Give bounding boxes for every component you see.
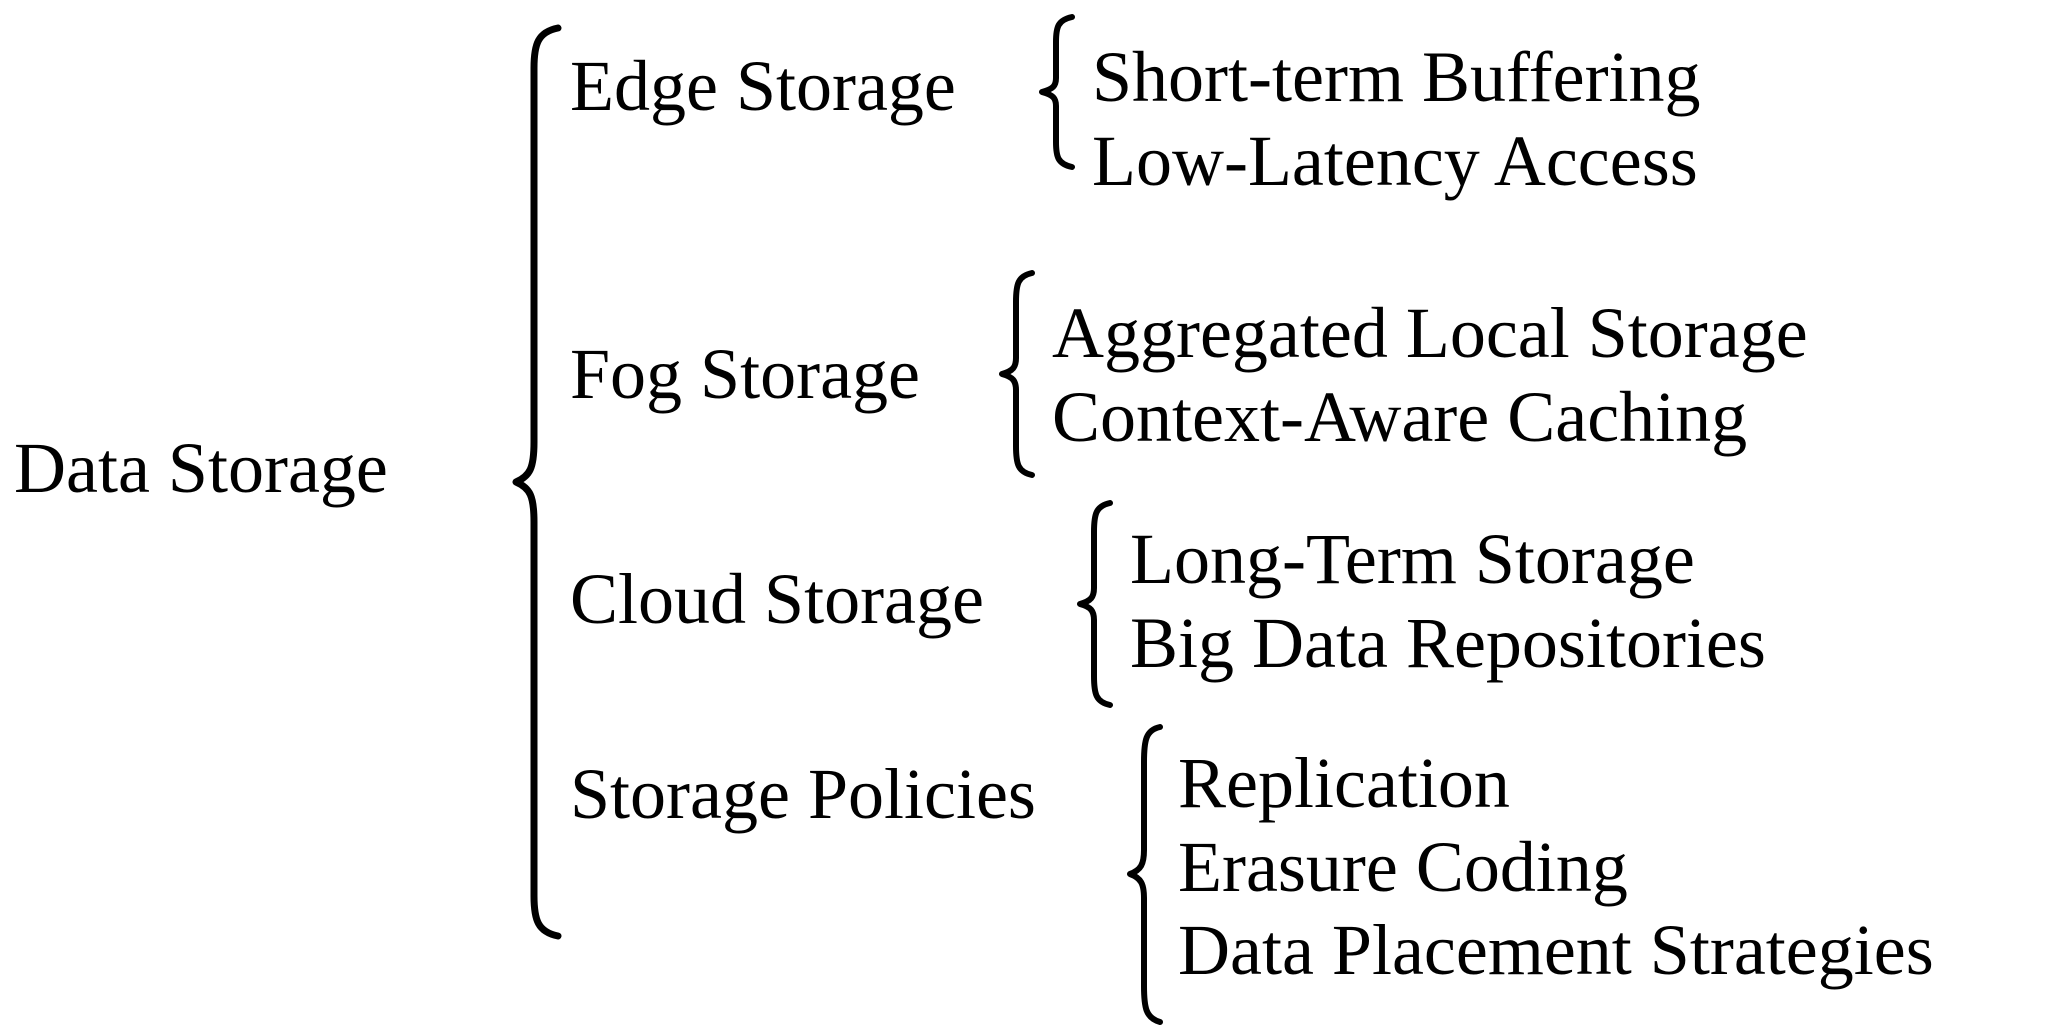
branch-curly-brace-icon-fog xyxy=(999,270,1035,478)
branch-label-cloud-storage: Cloud Storage xyxy=(570,559,984,639)
branch-curly-brace-icon-policies xyxy=(1127,724,1163,1025)
leaf-group-fog-storage: Aggregated Local Storage Context-Aware C… xyxy=(1052,292,1808,459)
leaf-label: Big Data Repositories xyxy=(1130,602,1766,683)
leaf-label: Short-term Buffering xyxy=(1092,37,1701,117)
leaf-label: Data Placement Strategies xyxy=(1178,910,1934,991)
leaf-group-cloud-storage: Long-Term Storage Big Data Repositories xyxy=(1130,518,1766,685)
branch-curly-brace-icon-cloud xyxy=(1077,500,1113,708)
branch-label-edge-storage: Edge Storage xyxy=(570,46,956,126)
branch-label-fog-storage: Fog Storage xyxy=(570,334,920,414)
leaf-label: Low-Latency Access xyxy=(1092,120,1698,201)
leaf-label: Context-Aware Caching xyxy=(1052,376,1748,457)
branch-curly-brace-icon-edge xyxy=(1039,14,1075,170)
leaf-label: Replication xyxy=(1178,743,1510,823)
leaf-label: Long-Term Storage xyxy=(1130,519,1695,599)
root-node-label: Data Storage xyxy=(14,428,388,508)
leaf-label: Aggregated Local Storage xyxy=(1052,293,1808,373)
leaf-group-edge-storage: Short-term Buffering Low-Latency Access xyxy=(1092,36,1701,203)
leaf-group-storage-policies: Replication Erasure Coding Data Placemen… xyxy=(1178,742,1934,993)
leaf-label: Erasure Coding xyxy=(1178,826,1628,907)
root-curly-brace-icon xyxy=(512,24,562,940)
branch-label-storage-policies: Storage Policies xyxy=(570,754,1036,834)
